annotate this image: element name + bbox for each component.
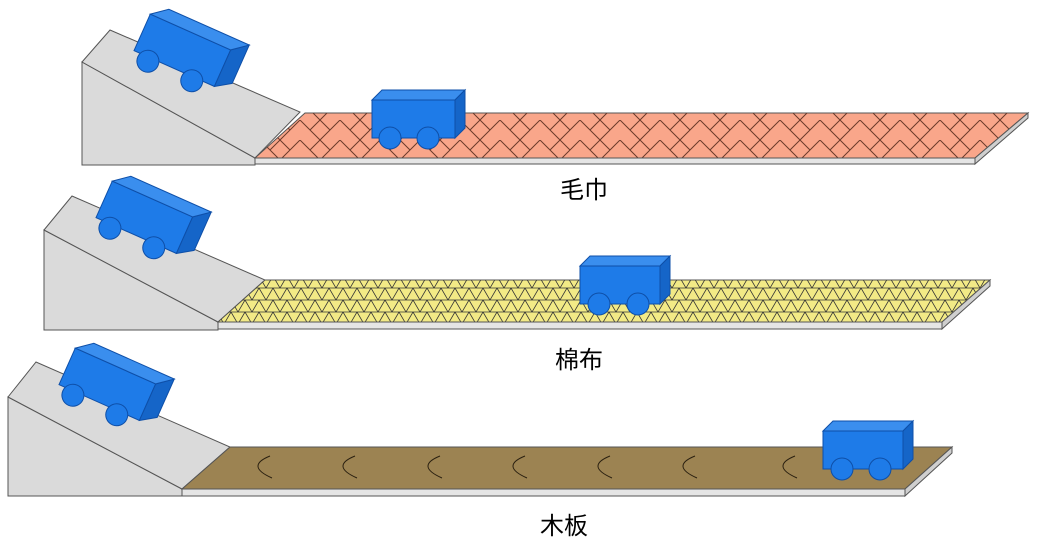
cart-on-track <box>578 254 672 316</box>
cart-on-ramp <box>95 175 213 260</box>
track-surface <box>180 445 954 498</box>
cart-on-ramp <box>58 342 176 427</box>
panel-wood: 木板 <box>7 342 954 540</box>
track-surface <box>253 111 1030 166</box>
surface-label: 木板 <box>540 512 588 540</box>
panel-towel: 毛巾 <box>81 8 1030 204</box>
cart-on-track <box>821 419 915 481</box>
wood-grain <box>257 455 798 479</box>
surface-label: 毛巾 <box>560 176 608 204</box>
panel-cotton: 棉布 <box>43 175 992 374</box>
cart-on-ramp <box>133 8 251 93</box>
surface-label: 棉布 <box>555 346 603 374</box>
cart-on-track <box>370 88 467 150</box>
